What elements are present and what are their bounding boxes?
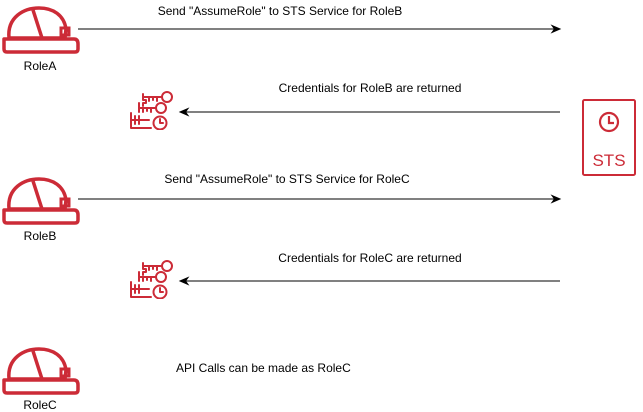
- role-labels: RoleA RoleB RoleC: [23, 59, 57, 412]
- hard-hat-icon: [2, 347, 80, 395]
- message-label-3: Send "AssumeRole" to STS Service for Rol…: [164, 172, 410, 186]
- role-label-rolec: RoleC: [23, 398, 57, 412]
- message-labels: Send "AssumeRole" to STS Service for Rol…: [158, 4, 462, 265]
- message-arrow-3: [78, 194, 562, 204]
- api-calls-note: API Calls can be made as RoleC: [176, 361, 351, 375]
- message-label-1: Send "AssumeRole" to STS Service for Rol…: [158, 4, 403, 18]
- message-label-2: Credentials for RoleB are returned: [279, 81, 462, 95]
- message-arrow-2: [178, 107, 560, 117]
- role-label-rolea: RoleA: [24, 59, 57, 73]
- credential-icons: [130, 91, 173, 299]
- message-label-4: Credentials for RoleC are returned: [278, 251, 461, 265]
- temporary-credentials-icon: [130, 91, 173, 130]
- sts-label: STS: [592, 151, 625, 170]
- sts-service: STS: [582, 99, 636, 176]
- hard-hat-icon: [2, 177, 80, 225]
- temporary-credentials-icon: [130, 260, 173, 299]
- message-arrows: [78, 24, 562, 286]
- hard-hat-icon: [2, 6, 80, 54]
- message-arrow-1: [78, 24, 562, 34]
- sts-service-icon: [582, 99, 636, 176]
- role-label-roleb: RoleB: [24, 229, 57, 243]
- message-arrow-4: [178, 276, 560, 286]
